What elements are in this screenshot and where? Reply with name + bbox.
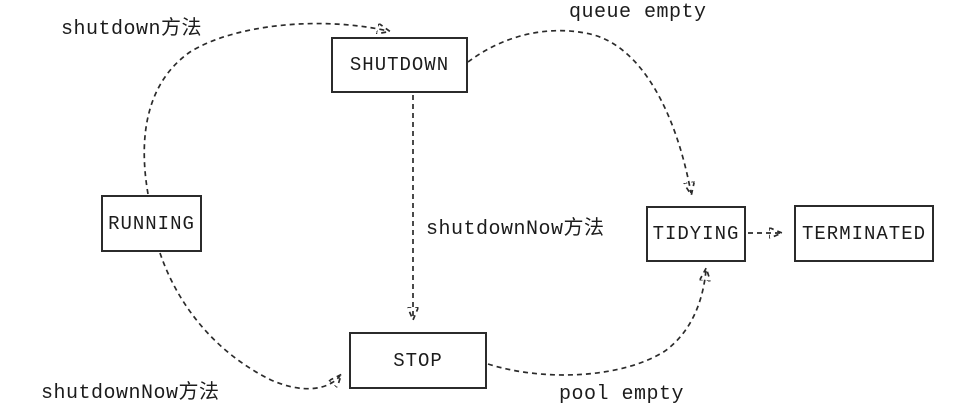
state-node-stop: STOP <box>349 332 487 389</box>
state-label-stop: STOP <box>393 349 443 372</box>
edge-label-shutdown-method: shutdown方法 <box>61 18 203 41</box>
state-label-shutdown: SHUTDOWN <box>349 54 450 76</box>
state-label-running: RUNNING <box>108 212 195 235</box>
state-node-terminated: TERMINATED <box>794 205 934 262</box>
state-node-tidying: TIDYING <box>646 206 746 262</box>
edge-stop-to-tidying <box>487 270 706 376</box>
state-label-terminated: TERMINATED <box>801 222 927 245</box>
edge-label-queue-empty: queue empty <box>569 1 707 24</box>
edge-running-to-shutdown <box>143 24 388 195</box>
edge-label-shutdownnow-method-bottom: shutdownNow方法 <box>41 382 220 405</box>
edge-shutdown-to-tidying <box>467 29 691 193</box>
edge-running-to-stop <box>159 252 340 390</box>
state-node-running: RUNNING <box>101 195 202 252</box>
edge-label-shutdownnow-method-middle: shutdownNow方法 <box>426 218 605 241</box>
edge-label-pool-empty: pool empty <box>559 383 685 406</box>
state-label-tidying: TIDYING <box>652 223 740 245</box>
state-node-shutdown: SHUTDOWN <box>331 37 468 93</box>
